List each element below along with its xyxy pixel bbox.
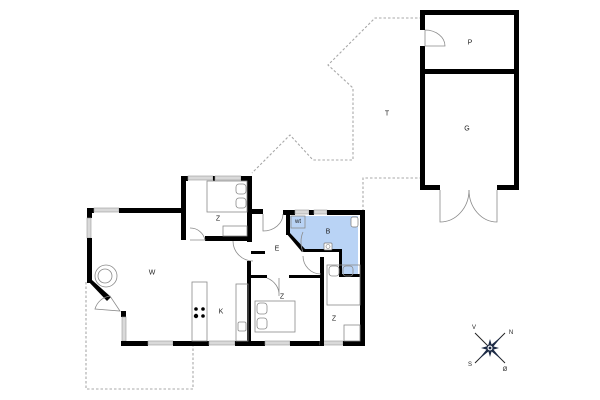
shower-area <box>341 251 358 275</box>
compass-east-label: Ø <box>502 367 508 373</box>
compass-north-label: N <box>508 330 514 336</box>
compass-west-label: V <box>471 325 477 331</box>
house-walls <box>86 175 365 346</box>
room-label-bedroom-middle: Z <box>279 293 285 301</box>
compass-south-label: S <box>467 362 473 368</box>
terrace-outline <box>85 17 422 390</box>
room-label-shed: P <box>467 39 473 47</box>
room-label-entrance: E <box>274 245 280 253</box>
garage-building <box>420 10 519 223</box>
compass-icon <box>474 332 506 364</box>
room-label-bedroom-right: Z <box>331 315 337 323</box>
doors <box>94 213 322 312</box>
room-label-bathroom: B <box>325 228 331 236</box>
room-label-kitchen: K <box>218 308 224 316</box>
furniture <box>94 180 361 342</box>
room-label-wc: wt <box>295 219 301 225</box>
room-label-garage: G <box>464 125 470 133</box>
room-label-living: W <box>148 269 156 277</box>
room-label-bedroom-top: Z <box>215 215 221 223</box>
room-label-terrace: T <box>384 110 390 118</box>
